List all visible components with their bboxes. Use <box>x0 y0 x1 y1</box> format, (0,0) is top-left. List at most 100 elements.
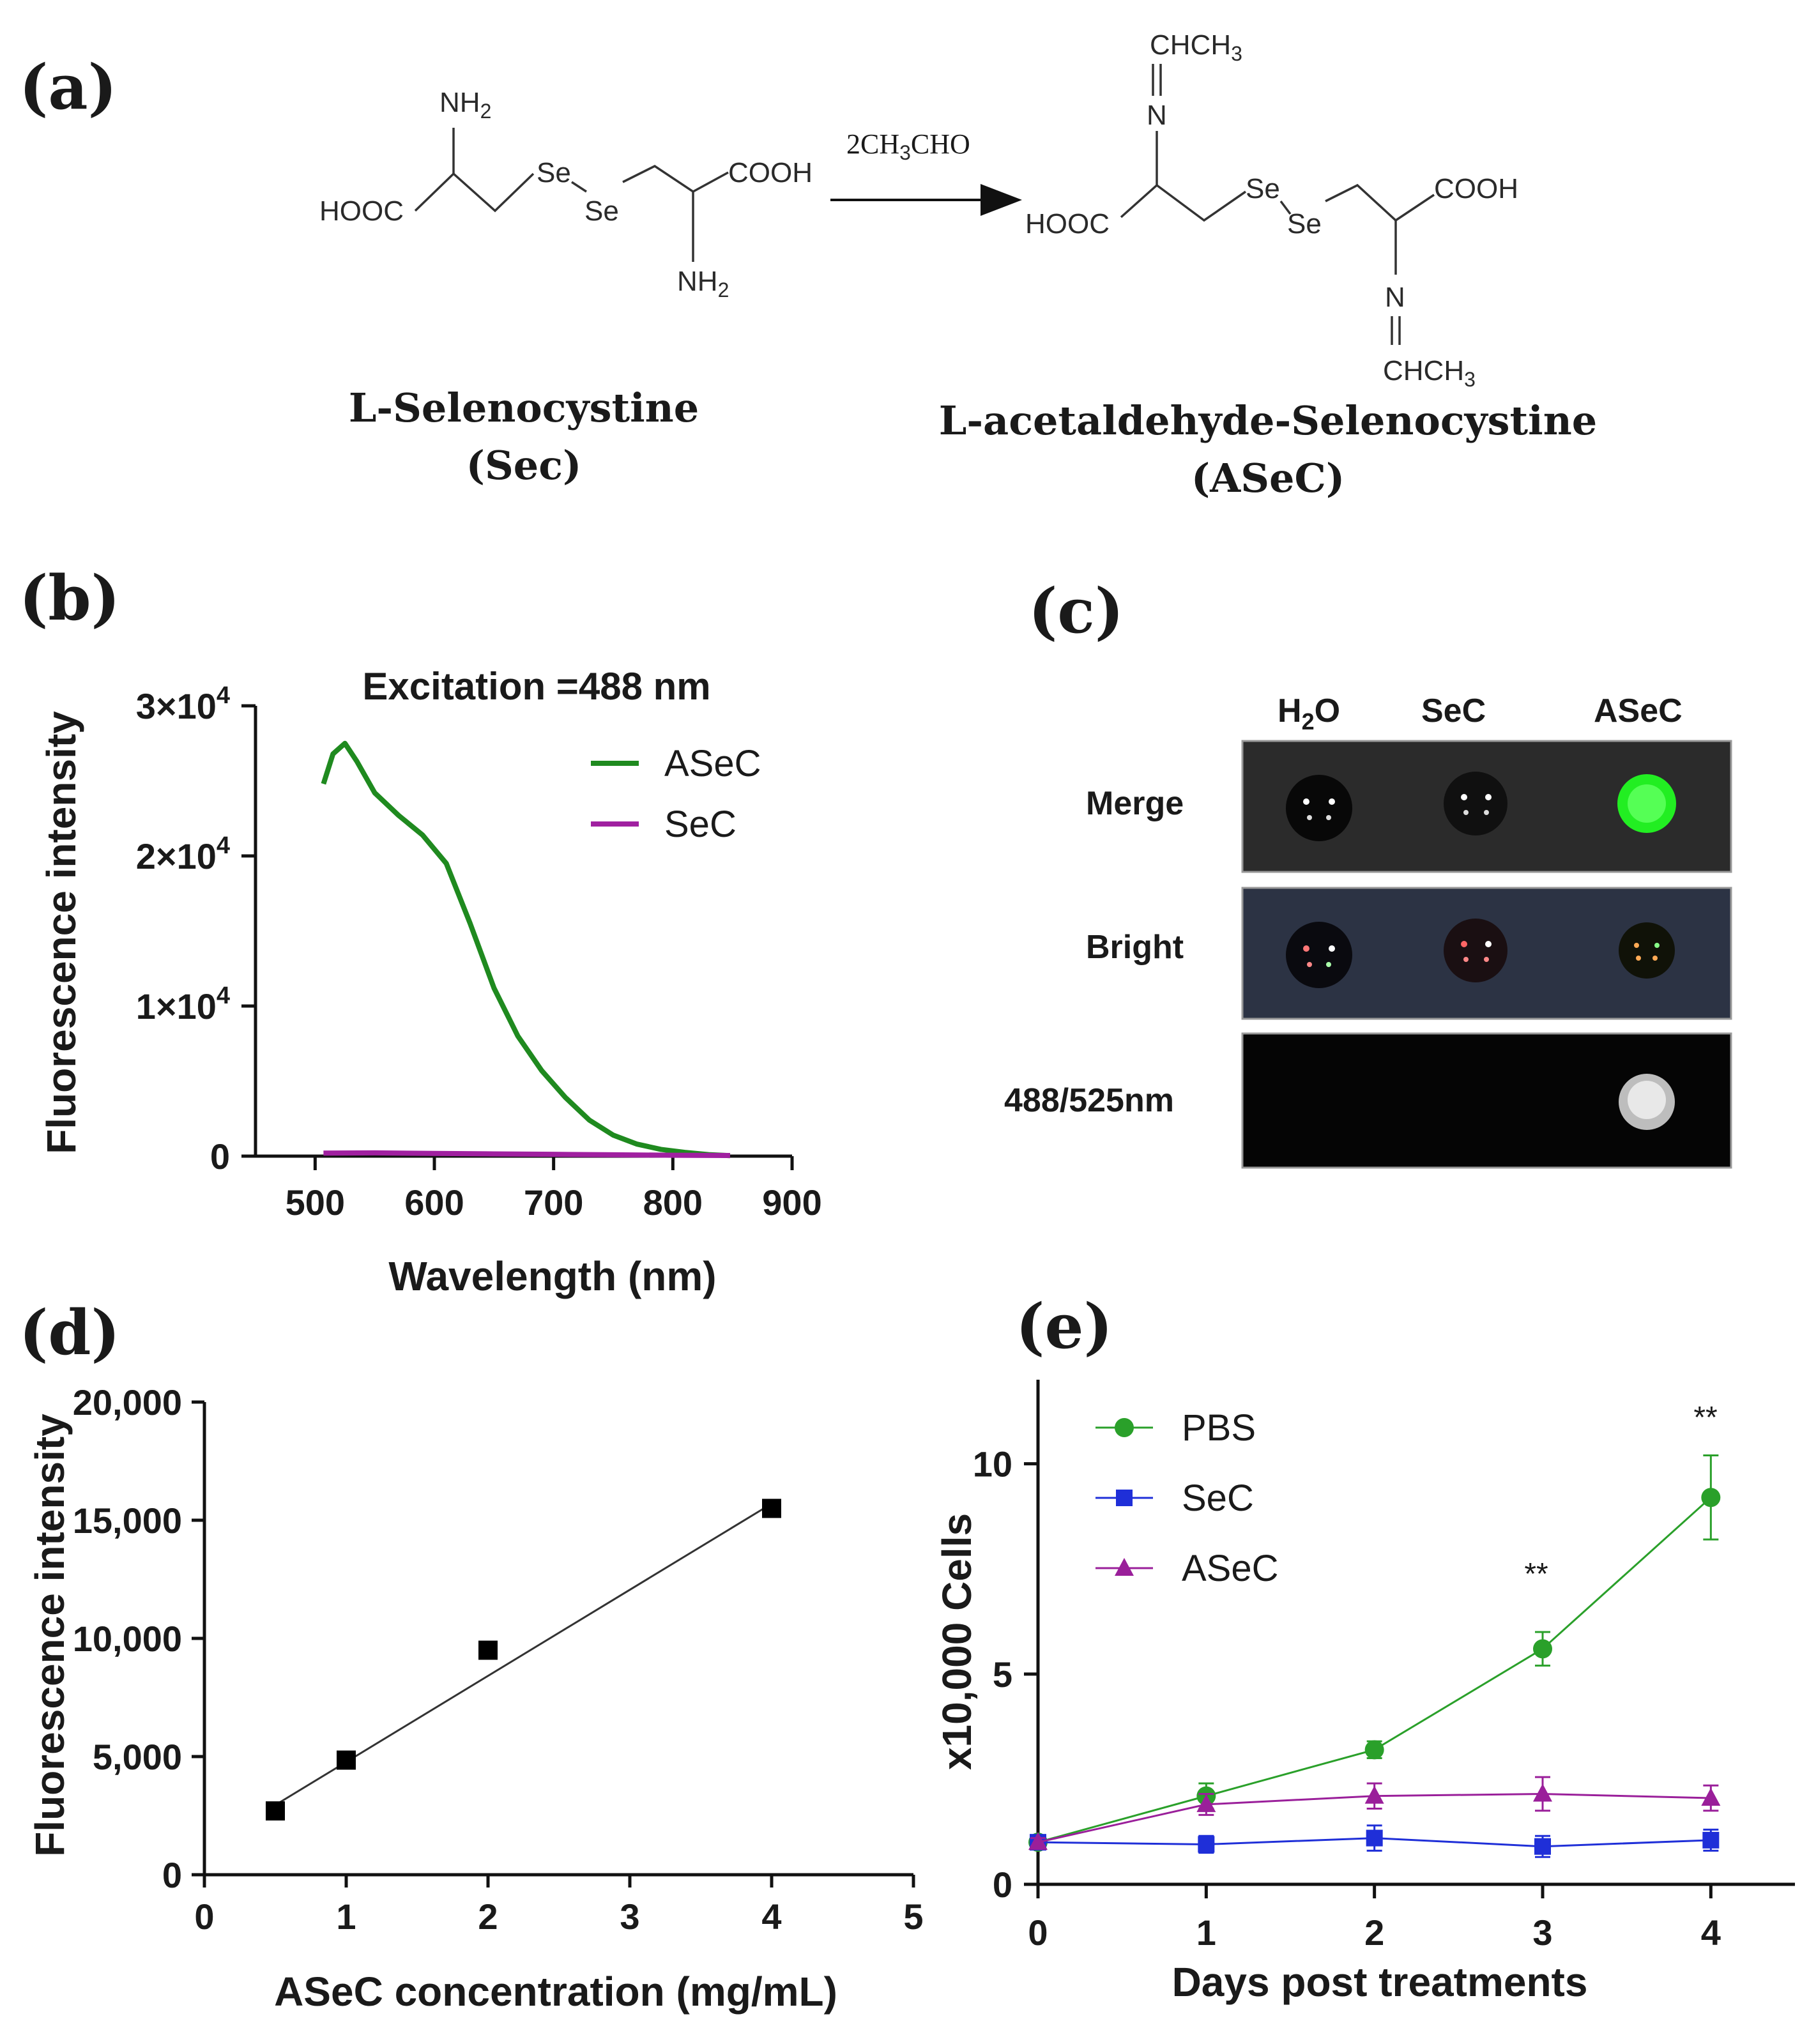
chart-e-point-sec <box>1702 1831 1720 1849</box>
asec-backbone-left <box>1120 183 1246 222</box>
chart-d-x-tick-label: 1 <box>336 1896 356 1937</box>
panel-label-e: (e) <box>1016 1290 1113 1362</box>
chart-d-x-tick-label: 2 <box>478 1896 498 1937</box>
chart-d-xlabel: ASeC concentration (mg/mL) <box>274 1969 837 2015</box>
panel-label-c: (c) <box>1028 575 1124 647</box>
droplet-h2o <box>1286 775 1352 841</box>
chart-e-y-tick-label: 0 <box>993 1865 1012 1905</box>
chart-e-x-tick-label: 4 <box>1701 1912 1721 1953</box>
significance-day3: ** <box>1524 1557 1548 1591</box>
row-label-merge: Merge <box>1086 785 1184 822</box>
sec-name: L-Selenocystine <box>349 385 699 431</box>
chart-b-title: Excitation =488 nm <box>362 665 710 708</box>
chart-d-series <box>266 1499 781 1821</box>
chart-e-legend-marker-pbs <box>1115 1418 1134 1437</box>
chart-d-y-tick-label: 5,000 <box>93 1737 182 1777</box>
chart-b-series <box>321 740 731 1159</box>
asec-se-1: Se <box>1246 173 1280 204</box>
sec-cooh: COOH <box>728 157 813 188</box>
col-header-asec: ASeC <box>1594 692 1683 729</box>
col-header-sec: SeC <box>1421 692 1486 729</box>
chart-e-point-asec <box>1028 1832 1048 1850</box>
asec-se-se-bond <box>1279 200 1292 215</box>
chart-e-x-tick-label: 3 <box>1532 1912 1552 1953</box>
asec-structure: CHCH3 N HOOC Se Se COOH N CHCH3 <box>1025 29 1518 391</box>
chart-d-point <box>266 1801 285 1821</box>
chart-b-y-tick-label: 0 <box>210 1136 230 1177</box>
chart-e-xlabel: Days post treatments <box>1172 1959 1588 2005</box>
chart-b-x-tick-label: 900 <box>762 1182 821 1223</box>
sec-nh2-top: NH2 <box>439 87 491 123</box>
chart-e-point-sec <box>1198 1836 1215 1853</box>
chart-e-legend: PBS SeC ASeC <box>1095 1407 1279 1589</box>
chart-e-series <box>1028 1454 1721 1858</box>
chart-d-point <box>337 1750 356 1770</box>
panel-a: (a) NH2 HOOC Se Se COOH NH2 2CH3CHO CHCH… <box>19 29 1597 501</box>
chart-e-legend-label-asec: ASeC <box>1182 1548 1279 1589</box>
asec-name: L-acetaldehyde-Selenocystine <box>939 397 1598 444</box>
chart-b-x-tick-label: 500 <box>286 1182 345 1223</box>
droplet-asec-emission-core <box>1628 1081 1666 1119</box>
row-label-488-525: 488/525nm <box>1004 1082 1174 1119</box>
chart-b-x-tick-label: 700 <box>524 1182 583 1223</box>
chart-d-y-tick-label: 0 <box>162 1855 182 1895</box>
image-488-525 <box>1241 1032 1732 1169</box>
image-merge <box>1241 740 1732 873</box>
asec-n-top: N <box>1147 100 1167 131</box>
chart-e-legend-label-pbs: PBS <box>1182 1407 1256 1449</box>
chart-d-y-tick-label: 10,000 <box>73 1619 182 1659</box>
chart-d-x-tick-label: 4 <box>761 1896 781 1937</box>
chart-b-y-tick-label: 2×104 <box>136 832 230 876</box>
chart-e-ylabel: x10,000 Cells <box>934 1513 980 1770</box>
chart-e-legend-marker-asec <box>1115 1558 1134 1576</box>
droplet-h2o-bright <box>1286 922 1352 988</box>
chart-d-x-tick-label: 3 <box>620 1896 639 1937</box>
chart-d-y-tick-label: 20,000 <box>73 1382 182 1422</box>
sec-backbone-right <box>622 164 729 194</box>
chart-e-point-asec <box>1533 1783 1552 1802</box>
droplet-sec-bright <box>1444 919 1508 982</box>
asec-backbone-right <box>1325 183 1435 222</box>
asec-hooc: HOOC <box>1025 208 1110 240</box>
sec-nh2-bottom: NH2 <box>677 266 729 301</box>
chart-e-point-pbs <box>1533 1639 1552 1659</box>
chart-e-legend-marker-sec <box>1116 1490 1133 1506</box>
sec-se-se-bond <box>571 181 587 193</box>
chart-b-legend: ASeC SeC <box>591 743 761 845</box>
panel-c: (c) H2O SeC ASeC Merge Bright 488/525nm <box>1004 575 1732 1169</box>
significance-day4: ** <box>1693 1401 1717 1435</box>
chart-b-y-tick-label: 3×104 <box>136 682 230 726</box>
chart-b-y-tick-label: 1×104 <box>136 982 230 1026</box>
chart-e-x-tick-label: 2 <box>1364 1912 1384 1953</box>
panel-label-a: (a) <box>19 51 117 123</box>
droplet-sec <box>1444 772 1508 835</box>
chart-e-point-asec <box>1364 1785 1384 1804</box>
chart-b-x-tick-label: 800 <box>643 1182 703 1223</box>
chart-b-ylabel: Fluorescence intensity <box>38 711 84 1154</box>
chart-d-x-tick-label: 5 <box>903 1896 923 1937</box>
sec-structure: NH2 HOOC Se Se COOH NH2 <box>319 87 813 301</box>
legend-label-asec: ASeC <box>664 743 761 784</box>
chart-e-x-tick-label: 0 <box>1028 1912 1048 1953</box>
reagent-label: 2CH3CHO <box>846 128 970 164</box>
chart-e-x-tick-label: 1 <box>1196 1912 1216 1953</box>
row-label-bright: Bright <box>1086 929 1184 966</box>
chart-e-point-sec <box>1534 1838 1551 1855</box>
droplet-asec-core <box>1628 784 1666 823</box>
asec-chch3-top: CHCH3 <box>1150 29 1242 65</box>
sec-hooc: HOOC <box>319 195 404 227</box>
chart-d-y-tick-label: 15,000 <box>73 1500 182 1541</box>
panel-label-d: (d) <box>19 1297 120 1369</box>
chart-b-x-tick-label: 600 <box>404 1182 464 1223</box>
chart-e-legend-label-sec: SeC <box>1182 1477 1254 1519</box>
chart-e-y-tick-label: 10 <box>973 1444 1012 1484</box>
panel-label-b: (b) <box>19 562 120 634</box>
legend-label-sec: SeC <box>664 804 737 845</box>
asec-se-2: Se <box>1287 208 1322 240</box>
droplet-asec-bright <box>1619 922 1675 979</box>
chart-b-series-line-sec <box>323 1150 730 1159</box>
asec-chch3-bottom: CHCH3 <box>1383 355 1476 391</box>
